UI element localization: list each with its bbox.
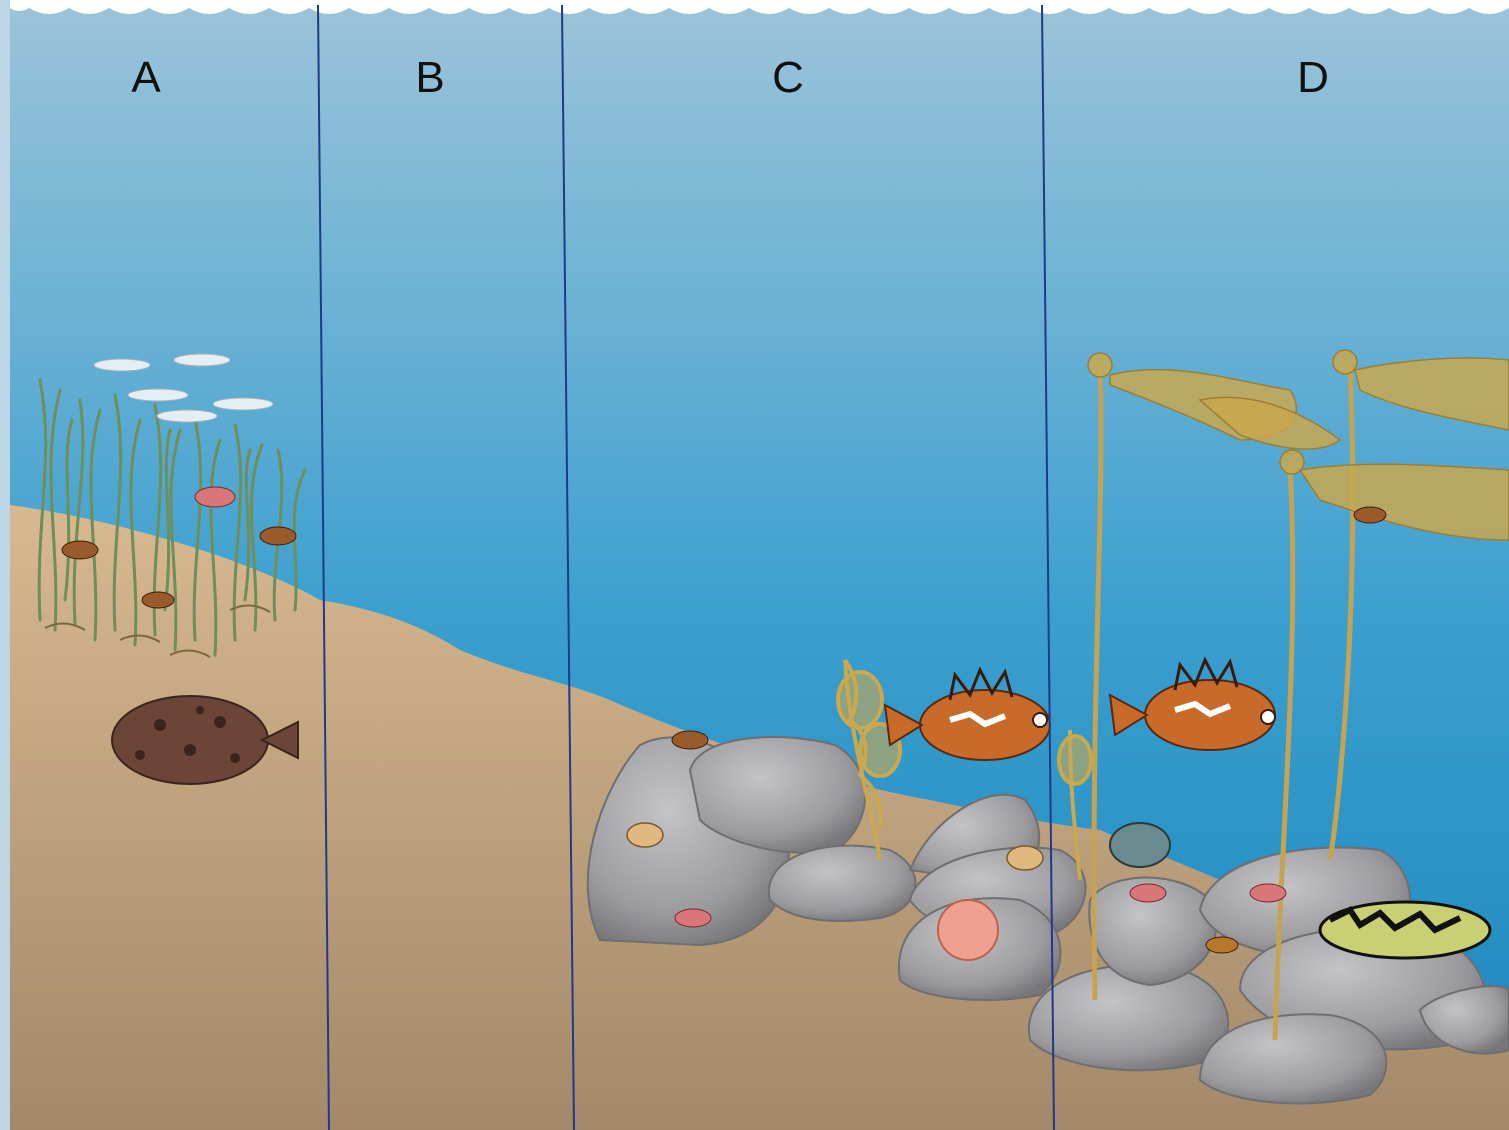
left-border <box>0 0 10 1130</box>
cabezon-icon <box>1320 902 1490 958</box>
crab-icon <box>1110 823 1170 867</box>
zone-label-c: C <box>772 56 804 100</box>
zone-label-a: A <box>131 56 160 100</box>
sea-urchin-icon <box>938 900 998 960</box>
zone-label-d: D <box>1297 56 1329 100</box>
zone-label-b: B <box>415 56 444 100</box>
